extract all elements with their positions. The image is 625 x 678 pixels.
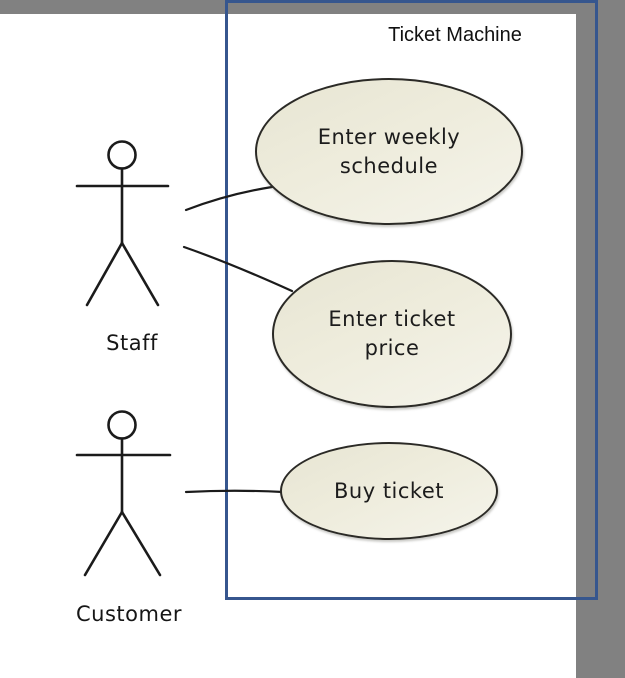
actor-right-leg xyxy=(120,241,160,307)
usecase-enter-ticket-price[interactable]: Enter ticket price xyxy=(272,260,512,408)
system-boundary-ticket-machine[interactable] xyxy=(225,0,598,600)
actor-label-staff: Staff xyxy=(106,331,158,355)
usecase-label: Enter weekly schedule xyxy=(318,123,460,181)
usecase-buy-ticket[interactable]: Buy ticket xyxy=(280,442,498,540)
association-staff-enter-weekly-schedule[interactable] xyxy=(184,185,274,212)
actor-left-leg xyxy=(85,241,124,307)
actor-right-leg xyxy=(120,510,162,577)
app-background-top-bar xyxy=(0,0,625,14)
actor-head xyxy=(107,410,137,440)
usecase-text-line: Enter ticket xyxy=(328,307,456,331)
usecase-label: Enter ticket price xyxy=(328,305,455,363)
usecase-enter-weekly-schedule[interactable]: Enter weekly schedule xyxy=(255,78,523,225)
actor-head xyxy=(107,140,137,170)
system-boundary-title: Ticket Machine xyxy=(388,24,522,46)
usecase-text-line: schedule xyxy=(339,153,439,178)
actor-label-customer: Customer xyxy=(75,602,183,626)
association-staff-enter-ticket-price[interactable] xyxy=(182,245,294,293)
usecase-text-line: Buy ticket xyxy=(334,478,444,503)
actor-left-leg xyxy=(83,510,124,577)
app-background-right-bar xyxy=(576,0,625,678)
usecase-text-line: price xyxy=(364,336,420,360)
actor-customer-figure[interactable] xyxy=(65,405,175,580)
usecase-text-line: Enter weekly xyxy=(317,124,461,149)
actor-staff-figure[interactable] xyxy=(65,135,175,310)
association-customer-buy-ticket[interactable] xyxy=(184,489,285,494)
usecase-label: Buy ticket xyxy=(334,477,444,506)
